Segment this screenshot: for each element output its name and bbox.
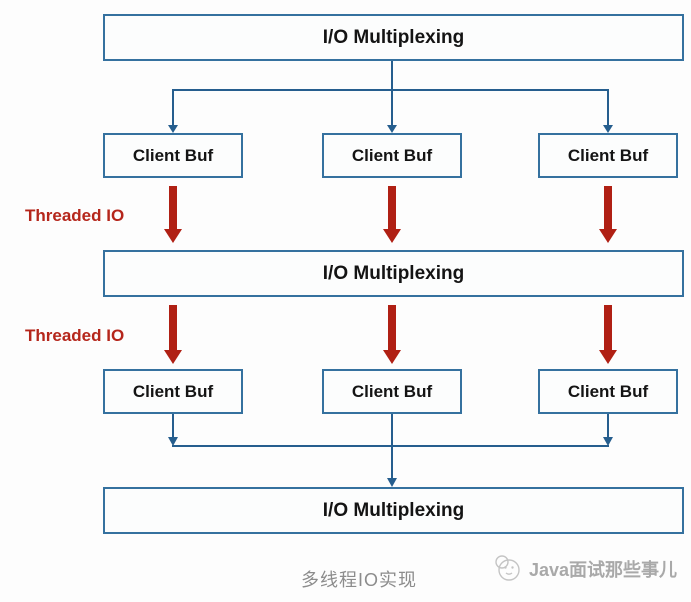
client-buf-box-row1-right: Client Buf — [538, 133, 678, 178]
watermark-logo-icon — [495, 555, 520, 581]
client-buf-box-row1-center: Client Buf — [322, 133, 462, 178]
red-arrow-row1-left — [164, 186, 182, 243]
arrowhead-down-icon — [387, 125, 397, 133]
red-arrow-row2-center — [383, 305, 401, 364]
red-arrow-row2-right — [599, 305, 617, 364]
threaded-io-label-bottom: Threaded IO — [25, 326, 125, 345]
bottom-fanin-connector — [168, 414, 613, 487]
arrowhead-down-icon — [387, 478, 397, 487]
client-buf-box-row2-left: Client Buf — [103, 369, 243, 414]
watermark-text: Java面试那些事儿 — [529, 560, 678, 580]
red-arrow-row2-left — [164, 305, 182, 364]
arrowhead-down-icon — [168, 125, 178, 133]
arrowhead-down-icon — [168, 437, 178, 446]
arrowhead-down-icon — [603, 125, 613, 133]
diagram-caption: 多线程IO实现 — [300, 570, 417, 590]
client-buf-box-row2-right: Client Buf — [538, 369, 678, 414]
red-arrow-row1-center — [383, 186, 401, 243]
io-multiplexing-box-bottom: I/O Multiplexing — [103, 487, 684, 534]
red-arrow-row1-right — [599, 186, 617, 243]
threaded-io-label-top: Threaded IO — [25, 206, 125, 225]
client-buf-box-row1-left: Client Buf — [103, 133, 243, 178]
client-buf-box-row2-center: Client Buf — [322, 369, 462, 414]
watermark: Java面试那些事儿 — [492, 552, 677, 586]
io-multiplexing-box-top: I/O Multiplexing — [103, 14, 684, 61]
io-multiplexing-box-middle: I/O Multiplexing — [103, 250, 684, 297]
arrowhead-down-icon — [603, 437, 613, 446]
top-fanout-connector — [168, 61, 613, 133]
